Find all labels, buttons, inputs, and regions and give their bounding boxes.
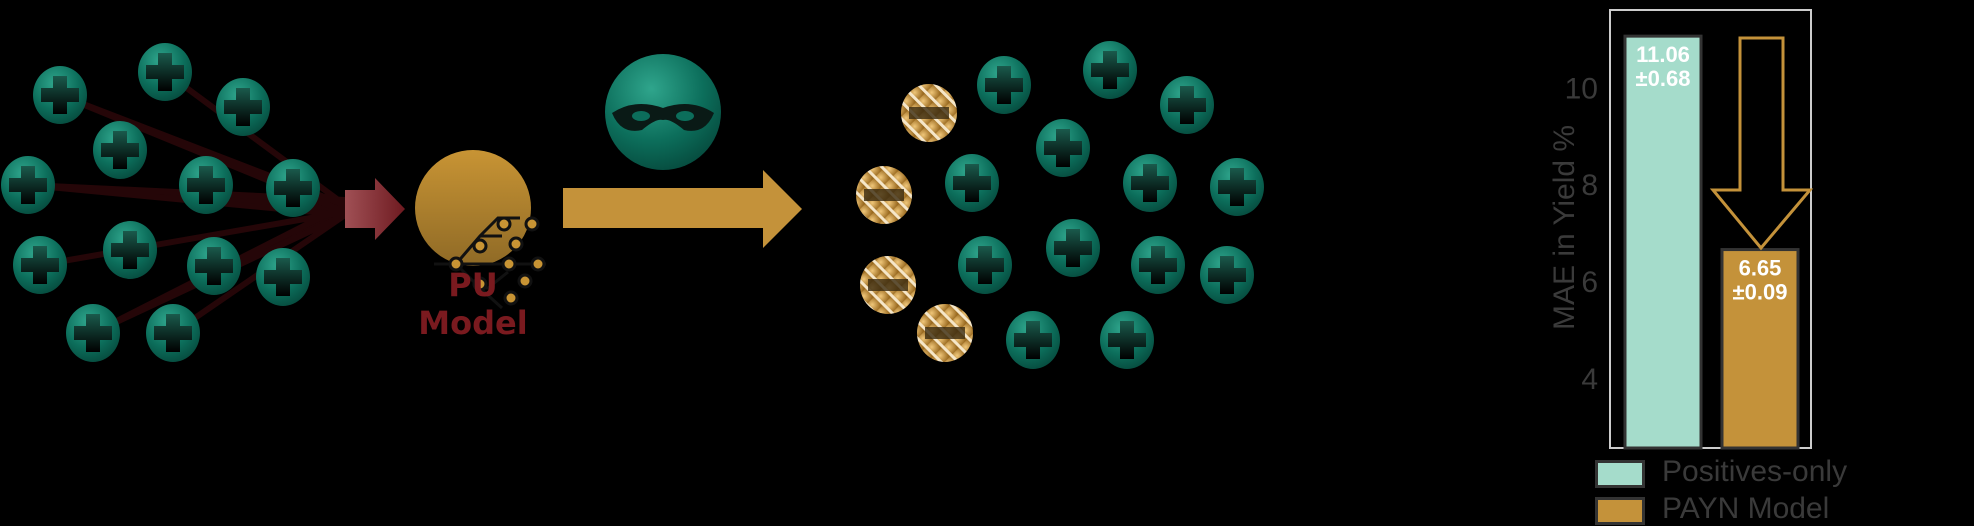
positive-particle-icon	[33, 66, 87, 124]
y-axis-label: MAE in Yield %	[1548, 125, 1581, 330]
positive-particle-icon	[103, 221, 157, 279]
bar-chart: 11.06±0.68 6.65±0.09 4 6 8 10 MAE in Yield %	[1548, 9, 1814, 450]
positive-particles-left	[1, 43, 320, 362]
plot-frame	[1609, 9, 1812, 449]
pu-model-label-line2: Model	[418, 304, 528, 342]
legend-label-positives-only: Positives-only	[1662, 455, 1848, 488]
positive-particle-icon	[93, 121, 147, 179]
positive-particle-icon	[1, 156, 55, 214]
positive-particle-icon	[187, 237, 241, 295]
positive-particle-icon	[1210, 158, 1264, 216]
bar-positives-only	[1623, 34, 1703, 450]
pu-model-label-line1: PU	[448, 266, 498, 304]
positive-particle-icon	[13, 236, 67, 294]
positive-particle-icon	[66, 304, 120, 362]
arrow-down-icon	[1709, 36, 1814, 251]
unlabeled-particle-icon	[901, 84, 957, 142]
positive-particle-icon	[1006, 311, 1060, 369]
legend-swatch-payn-model	[1595, 497, 1645, 525]
positive-particle-icon	[1083, 41, 1137, 99]
positive-particle-icon	[138, 43, 192, 101]
positive-particle-icon	[1160, 76, 1214, 134]
legend-swatch-positives-only	[1595, 460, 1645, 488]
y-tick-label: 8	[1581, 169, 1598, 202]
legend-label-payn-model: PAYN Model	[1662, 492, 1830, 525]
positive-particle-icon	[958, 236, 1012, 294]
labeled-particles-right	[856, 41, 1264, 369]
positive-particle-icon	[216, 78, 270, 136]
positive-particle-icon	[1046, 219, 1100, 277]
neural-tree-icon	[415, 150, 546, 310]
positive-particle-icon	[977, 56, 1031, 114]
bar-error-label: ±0.68	[1636, 66, 1691, 91]
masked-face-icon	[605, 54, 721, 170]
bar-payn-model	[1720, 248, 1800, 450]
arrow-right-icon	[563, 170, 802, 248]
bar-error-label: ±0.09	[1733, 280, 1788, 305]
bar-value-label: 6.65	[1739, 256, 1782, 281]
y-tick-label: 4	[1581, 363, 1598, 396]
unlabeled-particle-icon	[917, 304, 973, 362]
positive-particle-icon	[179, 156, 233, 214]
bar-value-label: 11.06	[1636, 42, 1690, 67]
positive-particle-icon	[256, 248, 310, 306]
positive-particle-icon	[146, 304, 200, 362]
positive-particle-icon	[1036, 119, 1090, 177]
y-tick-label: 6	[1581, 266, 1598, 299]
red-arrow-icon	[345, 178, 405, 240]
positive-particle-icon	[1200, 246, 1254, 304]
positive-particle-icon	[266, 159, 320, 217]
positive-particle-icon	[1100, 311, 1154, 369]
positive-particle-icon	[945, 154, 999, 212]
unlabeled-particle-icon	[860, 256, 916, 314]
y-tick-label: 10	[1565, 72, 1598, 105]
unlabeled-particle-icon	[856, 166, 912, 224]
positive-particle-icon	[1123, 154, 1177, 212]
positive-particle-icon	[1131, 236, 1185, 294]
